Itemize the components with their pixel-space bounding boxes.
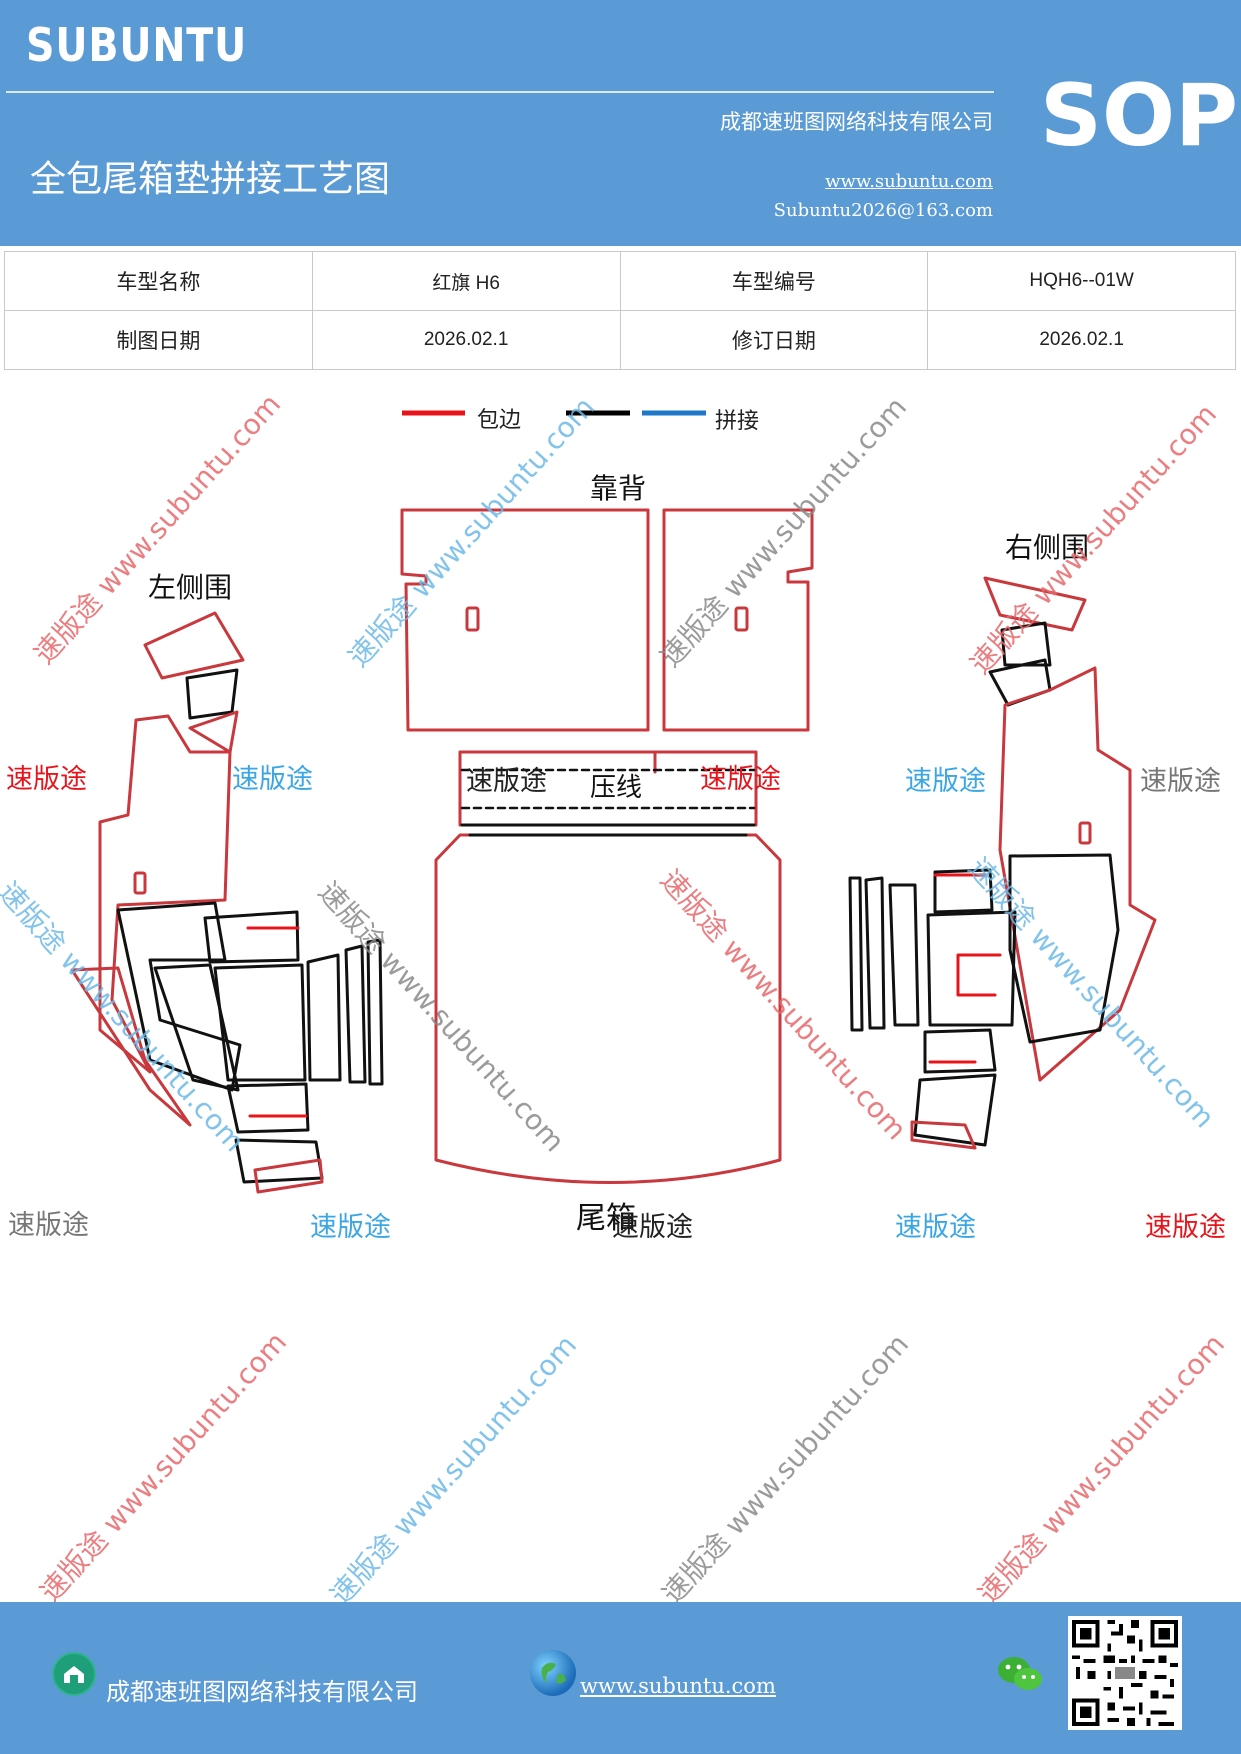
header-banner: SUBUNTU 成都速班图网络科技有限公司 全包尾箱垫拼接工艺图 www.sub… xyxy=(0,0,1241,246)
watermark: 速版途 www.subuntu.com xyxy=(971,1327,1232,1611)
label-trunk: 尾箱 xyxy=(576,1201,636,1236)
brand-logo: SUBUNTU xyxy=(26,18,248,72)
sop-badge: SOP xyxy=(1040,66,1239,166)
legend-label-wrap: 包边 xyxy=(477,408,521,433)
backrest-right-panel xyxy=(662,508,814,732)
label-model-name: 车型名称 xyxy=(4,251,313,311)
info-table: 车型名称 红旗 H6 车型编号 HQH6--01W 制图日期 2026.02.1… xyxy=(4,251,1236,370)
label-backrest: 靠背 xyxy=(590,472,646,505)
watermark: 速版途 www.subuntu.com xyxy=(33,1325,294,1609)
legend-label-splice: 拼接 xyxy=(715,409,759,434)
trunk-floor xyxy=(434,833,782,1184)
label-crease: 压线 xyxy=(590,773,642,803)
table-row: 车型名称 红旗 H6 车型编号 HQH6--01W xyxy=(4,251,1236,311)
footer-company: 成都速班图网络科技有限公司 xyxy=(106,1678,418,1706)
footer-website-link[interactable]: www.subuntu.com xyxy=(580,1674,776,1698)
value-draw-date: 2026.02.1 xyxy=(311,310,621,370)
value-revise-date: 2026.02.1 xyxy=(927,310,1236,370)
value-model-name: 红旗 H6 xyxy=(311,251,621,311)
left-side-top-piece xyxy=(143,611,245,680)
label-model-code: 车型编号 xyxy=(619,251,929,311)
footer-banner: 成都速班图网络科技有限公司 www.subuntu.com xyxy=(0,1602,1241,1754)
header-email: Subuntu2026@163.com xyxy=(773,200,993,221)
pattern-diagram: 包边 拼接 靠背 压线 尾箱 左侧围 xyxy=(70,408,1157,1236)
header-website-link[interactable]: www.subuntu.com xyxy=(825,171,993,192)
label-right-side: 右侧围 xyxy=(1005,531,1089,564)
table-row: 制图日期 2026.02.1 修订日期 2026.02.1 xyxy=(4,310,1236,370)
globe-icon xyxy=(530,1650,576,1696)
qr-code xyxy=(1068,1616,1182,1730)
value-model-code: HQH6--01W xyxy=(927,251,1236,311)
label-draw-date: 制图日期 xyxy=(4,310,313,370)
document-title: 全包尾箱垫拼接工艺图 xyxy=(30,159,391,200)
right-side-top-piece xyxy=(983,576,1087,632)
backrest-left-panel xyxy=(400,508,650,732)
right-side-main xyxy=(998,666,1157,1082)
wechat-icon[interactable] xyxy=(996,1652,1044,1696)
backrest-left-slot xyxy=(465,606,480,632)
company-icon xyxy=(52,1652,96,1696)
watermark: 速版途 www.subuntu.com xyxy=(323,1328,584,1612)
backrest-right-slot xyxy=(734,606,749,632)
header-divider xyxy=(6,91,994,93)
watermark: 速版途 www.subuntu.com xyxy=(655,1327,916,1611)
header-company: 成都速班图网络科技有限公司 xyxy=(720,110,993,134)
left-side-main xyxy=(98,714,232,1074)
crease-strip xyxy=(458,750,758,827)
label-left-side: 左侧围 xyxy=(148,571,232,604)
